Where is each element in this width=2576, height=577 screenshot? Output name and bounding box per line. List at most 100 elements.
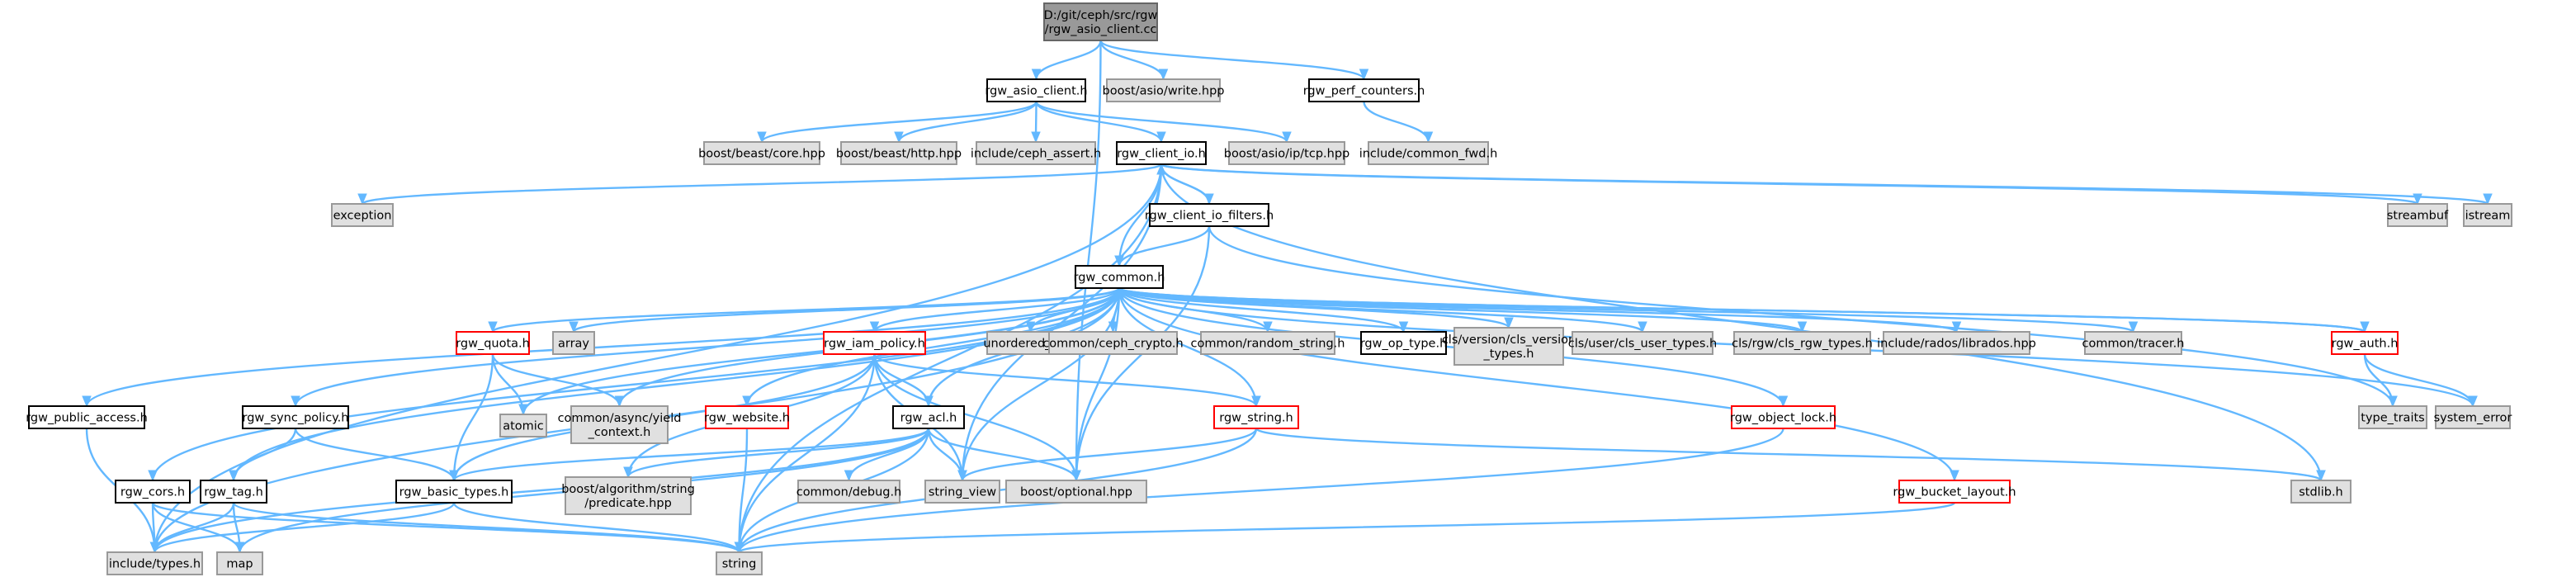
node-label: common/async/yield	[558, 412, 682, 425]
node-rgw-website-h[interactable]: rgw_website.h	[704, 405, 790, 429]
node-label: boost/optional.hpp	[1020, 486, 1132, 499]
node-rgw-sync-policy-h[interactable]: rgw_sync_policy.h	[242, 405, 349, 429]
edge-rgw_sync_policy_h-to-rgw_tag_h	[232, 428, 297, 481]
node-boost-asio-write: boost/asio/write.hpp	[1103, 78, 1224, 102]
node-box	[115, 480, 191, 504]
arrowhead-rgw_common_h-to-rgw_object_lock_h	[1778, 395, 1789, 408]
edge-root-to-rgw_asio_client_h	[1035, 40, 1102, 80]
node-box	[1731, 405, 1836, 429]
node-box	[2387, 203, 2448, 227]
node-label: rgw_cors.h	[121, 486, 185, 499]
node-label: /rgw_asio_client.cc	[1045, 23, 1157, 36]
arrowhead-rgw_basic_types_h-to-include_types	[149, 542, 160, 554]
node-rgw-bucket-layout-h[interactable]: rgw_bucket_layout.h	[1893, 480, 2016, 504]
node-box	[2331, 331, 2399, 355]
node-rgw-tag-h[interactable]: rgw_tag.h	[200, 480, 267, 504]
node-label: rgw_auth.h	[2332, 338, 2399, 351]
arrowhead-root-to-rgw_asio_client_h	[1031, 69, 1042, 81]
node-rgw-string-h[interactable]: rgw_string.h	[1213, 405, 1299, 429]
arrowhead-root-to-rgw_perf_counters_h	[1359, 69, 1369, 81]
edge-rgw_asio_client_h-to-rgw_client_io_h	[1035, 101, 1163, 143]
node-rgw-common-h[interactable]: rgw_common.h	[1074, 265, 1165, 289]
edge-rgw_string_h-to-stdlib_h	[1255, 427, 2323, 482]
node-box	[216, 551, 263, 575]
node-label: rgw_op_type.h	[1360, 338, 1448, 351]
node-box	[823, 331, 926, 355]
node-rgw-public-access-h[interactable]: rgw_public_access.h	[26, 405, 148, 429]
node-box	[1308, 78, 1420, 102]
node-label: boost/asio/ip/tcp.hpp	[1224, 148, 1349, 161]
node-box	[840, 141, 957, 165]
arrowhead-rgw_client_io_filters_h-to-rgw_common_h	[1114, 255, 1124, 267]
edge-root-to-boost_optional	[1075, 40, 1102, 481]
node-box	[986, 78, 1086, 102]
node-rgw-cors-h[interactable]: rgw_cors.h	[115, 480, 191, 504]
edge-rgw_iam_policy_h-to-string	[738, 353, 876, 553]
node-label: boost/beast/core.hpp	[698, 148, 825, 161]
node-label: include/types.h	[109, 558, 201, 571]
node-label: rgw_iam_policy.h	[824, 338, 925, 351]
node-rgw-iam-policy-h[interactable]: rgw_iam_policy.h	[823, 331, 926, 355]
edge-rgw_tag_h-to-string	[232, 501, 740, 554]
node-cls-user-types: cls/user/cls_user_types.h	[1568, 331, 1717, 355]
edge-rgw_bucket_layout_h-to-string	[738, 501, 1956, 554]
node-box	[2290, 480, 2351, 504]
node-rgw-quota-h[interactable]: rgw_quota.h	[456, 331, 530, 355]
edge-rgw_quota_h-to-rgw_basic_types_h	[452, 353, 494, 481]
node-exception: exception	[331, 203, 394, 227]
node-rgw-asio-client-h[interactable]: rgw_asio_client.h	[985, 78, 1088, 102]
node-box	[716, 551, 763, 575]
node-box	[331, 203, 394, 227]
edge-rgw_common_h-to-rgw_cors_h	[151, 287, 1121, 481]
edge-rgw_client_io_filters_h-to-type_traits	[1208, 225, 2394, 407]
node-map: map	[216, 551, 263, 575]
arrowhead-rgw_auth_h-to-system_error	[2468, 395, 2478, 408]
node-rgw-client-io-h[interactable]: rgw_client_io.h	[1116, 141, 1207, 165]
node-label: stdlib.h	[2299, 486, 2343, 499]
edge-rgw_acl_h-to-boost_optional	[927, 428, 1078, 481]
edge-layer	[82, 40, 2493, 554]
edge-rgw_sync_policy_h-to-rgw_basic_types_h	[294, 428, 456, 481]
arrowhead-rgw_asio_client_h-to-boost_beast_core	[757, 131, 767, 144]
arrowhead-rgw_common_h-to-rgw_public_access_h	[82, 395, 92, 408]
node-box	[200, 480, 267, 504]
node-box	[2435, 405, 2511, 429]
arrowhead-rgw_common_h-to-cls_rgw_types	[1797, 321, 1808, 333]
node-rgw-client-io-filters-h[interactable]: rgw_client_io_filters.h	[1145, 203, 1274, 227]
edge-rgw_asio_client_h-to-boost_beast_http	[897, 101, 1037, 143]
node-rgw-basic-types-h[interactable]: rgw_basic_types.h	[395, 480, 513, 504]
node-label: streambuf	[2387, 210, 2449, 223]
edge-rgw_client_io_filters_h-to-rgw_common_h	[1118, 225, 1211, 267]
arrowhead-rgw_common_h-to-cls_user_types	[1638, 321, 1647, 333]
edge-rgw_client_io_h-to-include_types	[154, 163, 1163, 553]
node-box	[106, 551, 203, 575]
edge-rgw_common_h-to-rgw_public_access_h	[85, 287, 1121, 407]
arrowhead-rgw_quota_h-to-atomic	[518, 404, 528, 416]
edge-rgw_asio_client_h-to-boost_beast_core	[760, 101, 1037, 143]
edge-rgw_object_lock_h-to-string	[738, 428, 1784, 553]
node-box	[924, 480, 1000, 504]
node-box	[570, 405, 669, 444]
node-root: D:/git/ceph/src/rgw/rgw_asio_client.cc	[1043, 2, 1158, 41]
node-label: rgw_client_io.h	[1117, 148, 1206, 161]
node-rgw-object-lock-h[interactable]: rgw_object_lock.h	[1730, 405, 1836, 429]
node-istream: istream	[2463, 203, 2512, 227]
node-label: rgw_common.h	[1074, 272, 1165, 285]
node-rgw-acl-h[interactable]: rgw_acl.h	[892, 405, 965, 429]
node-box	[1453, 327, 1564, 366]
edge-rgw_common_h-to-array	[572, 286, 1121, 333]
edge-rgw_basic_types_h-to-include_types	[154, 502, 456, 553]
node-label: type_traits	[2361, 412, 2424, 425]
node-rgw-op-type-h[interactable]: rgw_op_type.h	[1360, 331, 1448, 355]
arrowhead-rgw_common_h-to-rgw_auth_h	[2360, 321, 2370, 333]
node-rgw-auth-h[interactable]: rgw_auth.h	[2331, 331, 2399, 355]
edge-rgw_client_io_h-to-exception	[361, 163, 1163, 206]
arrowhead-rgw_acl_h-to-boost_optional	[1071, 470, 1081, 482]
node-box	[705, 405, 789, 429]
node-label: rgw_object_lock.h	[1730, 412, 1836, 425]
edge-rgw_common_h-to-string_view	[961, 287, 1121, 481]
node-label: include/ceph_assert.h	[971, 148, 1101, 161]
arrowhead-rgw_quota_h-to-common_async_yield	[614, 395, 625, 408]
node-rgw-perf-counters-h[interactable]: rgw_perf_counters.h	[1303, 78, 1425, 102]
